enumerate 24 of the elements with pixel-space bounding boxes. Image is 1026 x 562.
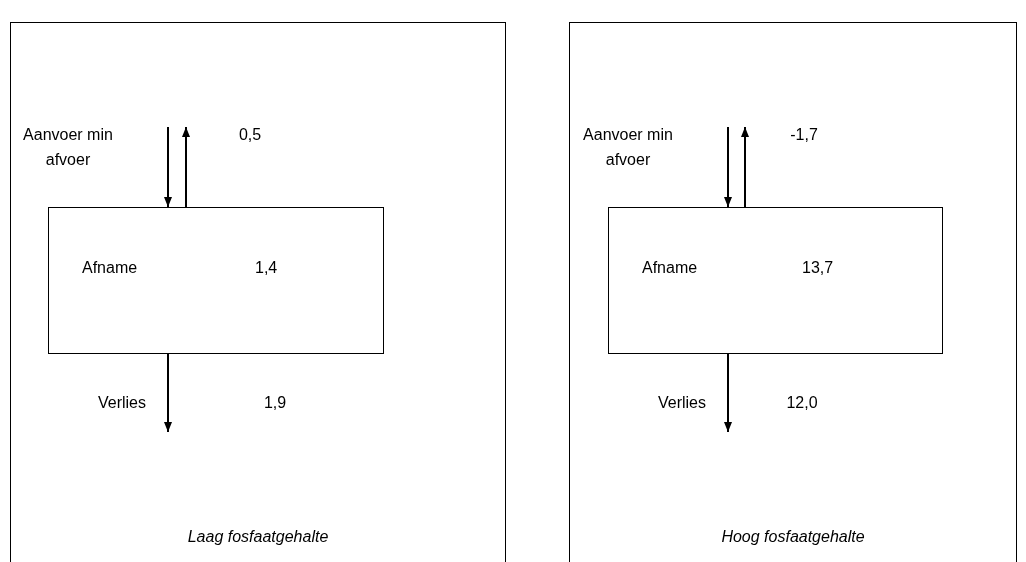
flow-label: Verlies	[657, 393, 707, 413]
flow-label: Verlies	[97, 393, 147, 413]
arrow	[182, 126, 190, 208]
box-label: Afname	[82, 259, 138, 277]
panel-frame	[569, 22, 1017, 562]
arrow	[724, 353, 732, 433]
value-label: 1,4	[255, 259, 278, 277]
arrow	[741, 126, 749, 208]
flow-label: Aanvoer min afvoer	[582, 125, 674, 170]
arrow	[164, 126, 172, 208]
panel-caption: Hoog fosfaatgehalte	[720, 528, 866, 546]
process-box	[608, 207, 943, 354]
value-label: 1,9	[262, 393, 288, 413]
arrow	[164, 353, 172, 433]
value-label: 13,7	[802, 259, 834, 277]
process-box	[48, 207, 384, 354]
value-label: -1,7	[789, 125, 819, 145]
panel-frame	[10, 22, 506, 562]
flow-label: Aanvoer min afvoer	[22, 125, 114, 170]
panel-caption: Laag fosfaatgehalte	[186, 528, 330, 546]
value-label: 12,0	[785, 393, 819, 413]
value-label: 0,5	[237, 125, 263, 145]
box-label: Afname	[642, 259, 698, 277]
arrow	[724, 126, 732, 208]
